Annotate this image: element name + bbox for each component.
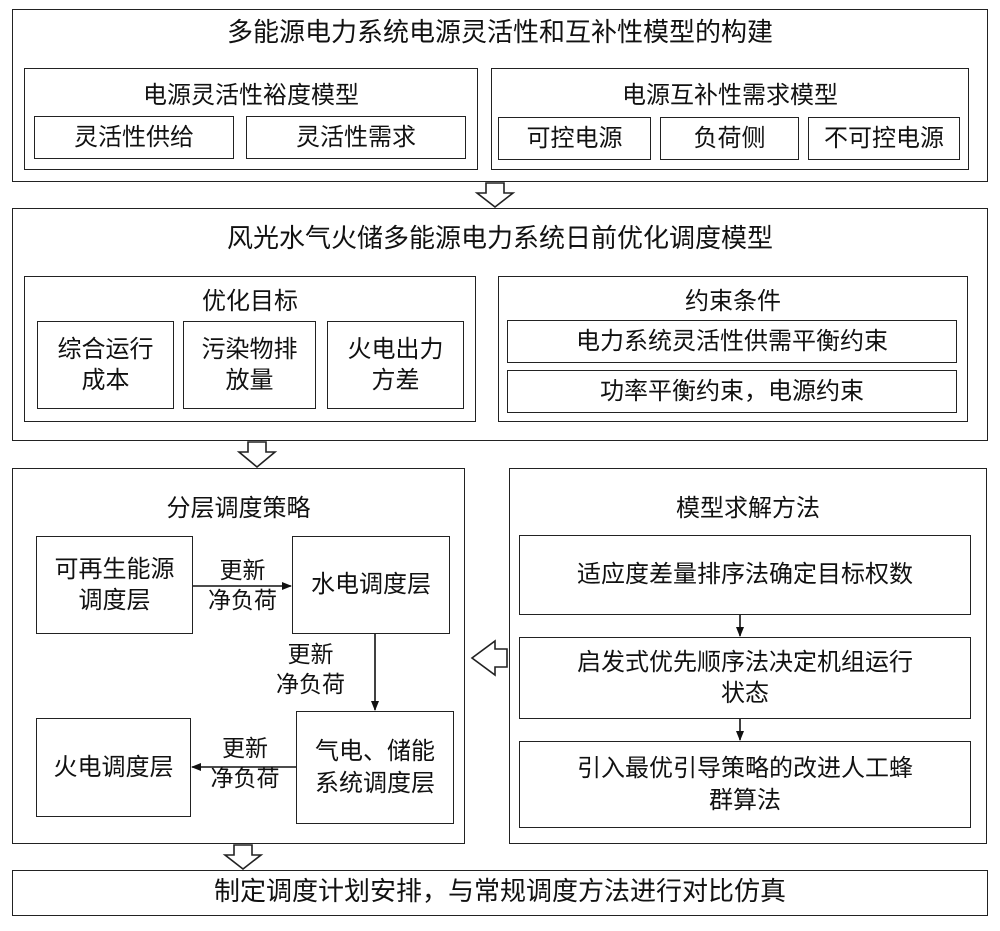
- solution-title: 模型求解方法: [509, 493, 987, 523]
- block-arrow-down-1: [477, 183, 513, 207]
- constraint-flex-balance-box: 电力系统灵活性供需平衡约束: [507, 320, 957, 363]
- solution-step-weighting-box: 适应度差量排序法确定目标权数: [519, 535, 971, 615]
- section2-title: 风光水气火储多能源电力系统日前优化调度模型: [12, 223, 988, 256]
- section1-title: 多能源电力系统电源灵活性和互补性模型的构建: [12, 17, 988, 50]
- gas-storage-dispatch-layer: 气电、储能 系统调度层: [296, 711, 454, 824]
- load-side-box: 负荷侧: [660, 117, 799, 160]
- objective-thermal-variance-label: 火电出力 方差: [348, 334, 444, 396]
- controllable-source-label: 可控电源: [527, 123, 623, 154]
- hydro-dispatch-label: 水电调度层: [311, 569, 431, 600]
- flex-demand-label: 灵活性需求: [296, 122, 416, 153]
- solution-step-priority-label: 启发式优先顺序法决定机组运行 状态: [577, 647, 913, 709]
- objective-pollutant-emission-box: 污染物排 放量: [183, 321, 316, 409]
- thermal-dispatch-layer: 火电调度层: [36, 718, 191, 817]
- section-plan-simulation: 制定调度计划安排，与常规调度方法进行对比仿真: [12, 870, 988, 916]
- flex-supply-label: 灵活性供给: [74, 122, 194, 153]
- block-arrow-left: [472, 641, 507, 675]
- constraint-power-source-label: 功率平衡约束，电源约束: [600, 376, 864, 407]
- update-net-load-label-2: 更新 净负荷: [248, 636, 373, 706]
- flex-supply-box: 灵活性供给: [34, 116, 234, 159]
- solution-step-abc-box: 引入最优引导策略的改进人工蜂 群算法: [519, 741, 971, 828]
- gas-storage-dispatch-label: 气电、储能 系统调度层: [315, 736, 435, 798]
- uncontrollable-source-box: 不可控电源: [808, 117, 960, 160]
- constraint-flex-balance-label: 电力系统灵活性供需平衡约束: [576, 326, 888, 357]
- thermal-dispatch-label: 火电调度层: [54, 752, 174, 783]
- controllable-source-box: 可控电源: [498, 117, 651, 160]
- constraints-title: 约束条件: [498, 286, 968, 316]
- update-net-load-label-3: 更新 净负荷: [196, 725, 294, 805]
- hydro-dispatch-layer: 水电调度层: [292, 536, 450, 634]
- solution-step-abc-label: 引入最优引导策略的改进人工蜂 群算法: [577, 753, 913, 815]
- complement-demand-model-title: 电源互补性需求模型: [491, 80, 969, 110]
- load-side-label: 负荷侧: [694, 123, 766, 154]
- update-net-load-label-1: 更新 净负荷: [193, 547, 292, 627]
- update-net-load-text-3: 更新 净负荷: [211, 735, 280, 795]
- block-arrow-down-3: [225, 845, 261, 869]
- update-net-load-text-2: 更新 净负荷: [276, 641, 345, 701]
- objective-operating-cost-label: 综合运行 成本: [58, 334, 154, 396]
- flex-margin-model-title: 电源灵活性裕度模型: [24, 80, 478, 110]
- constraint-power-source-box: 功率平衡约束，电源约束: [507, 370, 957, 413]
- flex-demand-box: 灵活性需求: [246, 116, 466, 159]
- solution-step-weighting-label: 适应度差量排序法确定目标权数: [577, 559, 913, 590]
- block-arrow-down-2: [239, 442, 275, 467]
- renewable-dispatch-layer: 可再生能源 调度层: [36, 536, 193, 634]
- section4-title: 制定调度计划安排，与常规调度方法进行对比仿真: [214, 876, 786, 910]
- update-net-load-text-1: 更新 净负荷: [208, 557, 277, 617]
- objective-thermal-variance-box: 火电出力 方差: [327, 321, 464, 409]
- uncontrollable-source-label: 不可控电源: [824, 123, 944, 154]
- objective-operating-cost-box: 综合运行 成本: [37, 321, 174, 409]
- strategy-title: 分层调度策略: [12, 493, 465, 523]
- solution-step-priority-box: 启发式优先顺序法决定机组运行 状态: [519, 637, 971, 719]
- objectives-title: 优化目标: [24, 286, 476, 316]
- renewable-dispatch-label: 可再生能源 调度层: [55, 554, 175, 616]
- objective-pollutant-emission-label: 污染物排 放量: [202, 334, 298, 396]
